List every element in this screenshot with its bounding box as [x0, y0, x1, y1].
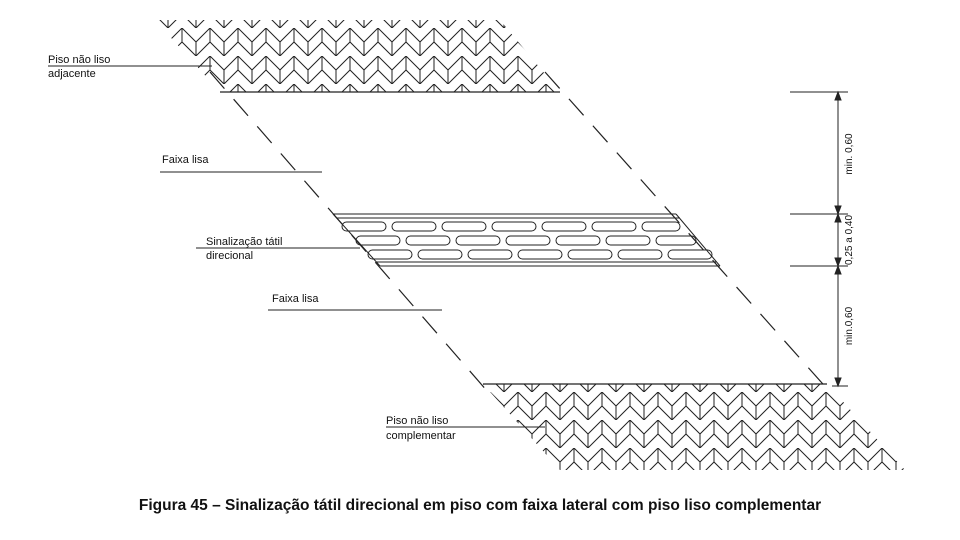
label-tactile-line2: direcional [206, 250, 253, 262]
label-bottom-floor-line2: complementar [386, 430, 456, 442]
label-faixa-lisa-upper: Faixa lisa [160, 154, 322, 173]
label-tactile-line1: Sinalização tátil [206, 236, 282, 248]
figure-caption: Figura 45 – Sinalização tátil direcional… [138, 497, 822, 514]
walkway-dashed-edges [209, 71, 831, 393]
label-bottom-floor: Piso não liso complementar [386, 415, 545, 442]
dimension-middle-label: 0,25 a 0,40 [844, 215, 855, 265]
tactile-bars [341, 221, 713, 260]
top-textured-floor [155, 20, 560, 93]
label-top-floor: Piso não liso adjacente [48, 54, 212, 80]
bottom-textured-floor [483, 383, 905, 470]
label-faixa-lisa-lower-text: Faixa lisa [272, 293, 319, 305]
label-top-floor-line1: Piso não liso [48, 54, 110, 66]
dimension-lower-label: min.0,60 [844, 306, 855, 345]
label-faixa-lisa-lower: Faixa lisa [268, 293, 442, 311]
label-bottom-floor-line1: Piso não liso [386, 415, 448, 427]
dimension-chain [790, 90, 848, 388]
dimension-upper-label: min. 0,60 [844, 133, 855, 175]
label-faixa-lisa-upper-text: Faixa lisa [162, 154, 209, 166]
label-tactile-signal: Sinalização tátil direcional [196, 236, 360, 262]
tactile-directional-band [332, 213, 721, 267]
label-top-floor-line2: adjacente [48, 68, 96, 80]
